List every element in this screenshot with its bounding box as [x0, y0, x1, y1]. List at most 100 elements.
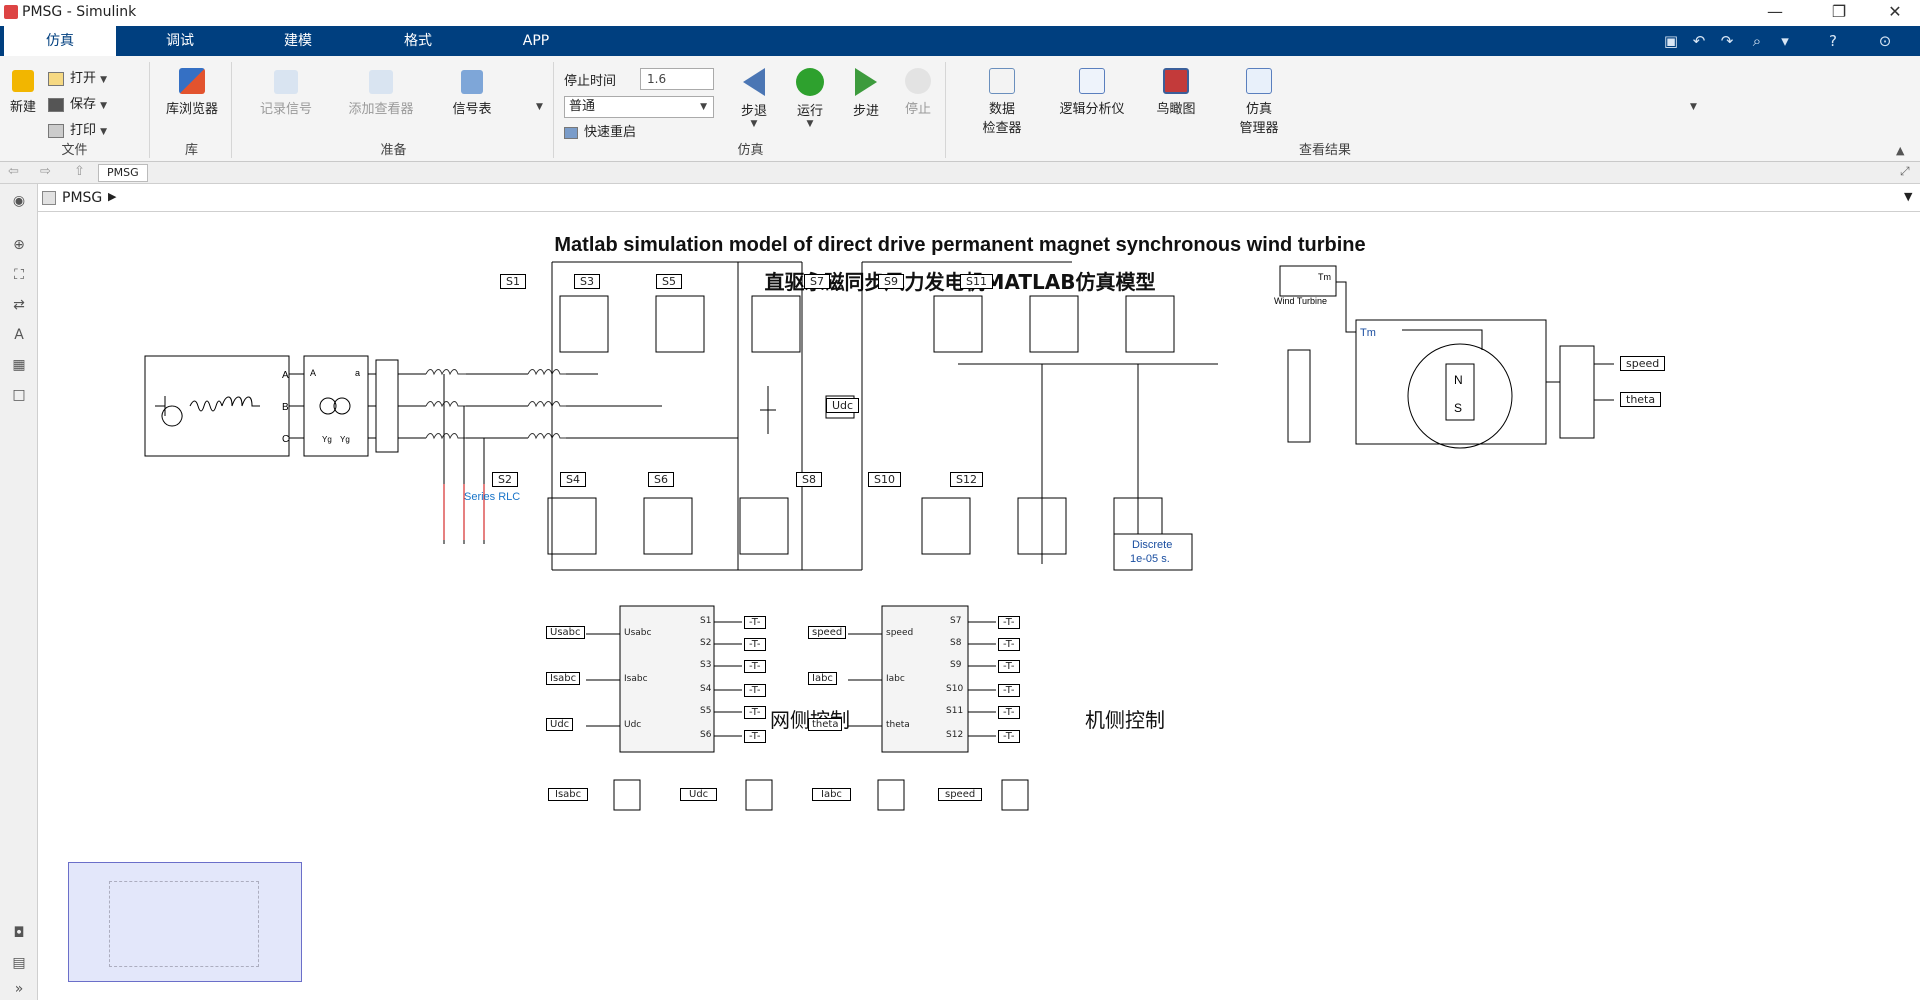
goto-t-1[interactable]: -T- — [744, 616, 766, 629]
tab-format[interactable]: 格式 — [404, 33, 432, 49]
goto-t-10[interactable]: -T- — [998, 684, 1020, 697]
search-icon[interactable]: ⌕ — [1752, 32, 1762, 50]
image-icon[interactable]: ▦ — [12, 357, 26, 373]
goto-tag-s10[interactable]: S10 — [868, 472, 901, 487]
step-forward-button[interactable]: 步进 — [844, 68, 888, 119]
goto-tag-s1[interactable]: S1 — [500, 274, 526, 289]
back-arrow-icon[interactable]: ⇦ — [8, 164, 19, 179]
signal-table-button[interactable]: 信号表 — [442, 70, 502, 117]
step-back-button[interactable]: 步退 ▼ — [732, 68, 776, 129]
grid-side-controller-block[interactable] — [586, 605, 742, 753]
help-icon[interactable]: ? — [1829, 32, 1837, 50]
close-button[interactable]: ✕ — [1888, 2, 1902, 21]
goto-tag-s2[interactable]: S2 — [492, 472, 518, 487]
goto-t-7[interactable]: -T- — [998, 616, 1020, 629]
from-tag-usabc[interactable]: Usabc — [546, 626, 585, 639]
goto-t-6[interactable]: -T- — [744, 730, 766, 743]
record-signals-button[interactable]: 记录信号 — [246, 70, 326, 117]
grid-side-converter[interactable] — [547, 261, 862, 571]
goto-tag-s8[interactable]: S8 — [796, 472, 822, 487]
collapse-ribbon-icon[interactable]: ▲ — [1896, 144, 1905, 157]
save-button[interactable]: 保存 ▼ — [48, 94, 107, 116]
results-expand-icon[interactable]: ▼ — [1690, 102, 1697, 112]
goto-t-12[interactable]: -T- — [998, 730, 1020, 743]
scope-speed[interactable] — [1001, 779, 1029, 811]
area-icon[interactable]: □ — [12, 387, 26, 403]
fast-restart-toggle[interactable]: 快速重启 — [564, 122, 636, 144]
goto-tag-s7[interactable]: S7 — [804, 274, 830, 289]
goto-tag-s11[interactable]: S11 — [960, 274, 993, 289]
goto-tag-speed[interactable]: speed — [1620, 356, 1666, 371]
generator-side-converter[interactable] — [861, 261, 1218, 570]
goto-t-3[interactable]: -T- — [744, 660, 766, 673]
stop-time-input[interactable] — [640, 68, 714, 90]
arrows-icon[interactable]: ⇄ — [13, 297, 25, 313]
stop-button[interactable]: 停止 — [898, 68, 938, 117]
from-tag-scope-udc[interactable]: Udc — [680, 788, 718, 801]
goto-tag-s12[interactable]: S12 — [950, 472, 983, 487]
chevron-down-icon[interactable]: ▼ — [1904, 190, 1913, 203]
scope-iabc[interactable] — [877, 779, 905, 811]
generator-measurement-block[interactable] — [1287, 349, 1311, 443]
sim-manager-button[interactable]: 仿真 管理器 — [1224, 68, 1294, 136]
restore-button[interactable]: ❐ — [1831, 2, 1847, 21]
breadcrumb[interactable]: PMSG — [62, 190, 103, 206]
from-tag-speed[interactable]: speed — [808, 626, 847, 639]
logic-analyzer-button[interactable]: 逻辑分析仪 — [1050, 68, 1134, 117]
goto-t-2[interactable]: -T- — [744, 638, 766, 651]
model-tab[interactable]: PMSG — [98, 164, 148, 182]
from-tag-scope-iabc[interactable]: Iabc — [812, 788, 851, 801]
powergui-block[interactable] — [1113, 533, 1193, 571]
goto-tag-s9[interactable]: S9 — [878, 274, 904, 289]
expand-icon[interactable]: ⤢ — [1900, 164, 1910, 178]
goto-tag-s6[interactable]: S6 — [648, 472, 674, 487]
options-icon[interactable]: ⊙ — [1878, 32, 1892, 50]
tab-apps[interactable]: APP — [522, 33, 550, 49]
goto-t-4[interactable]: -T- — [744, 684, 766, 697]
goto-t-9[interactable]: -T- — [998, 660, 1020, 673]
wind-turbine-block[interactable] — [1279, 265, 1337, 297]
hide-browser-icon[interactable]: ◉ — [12, 193, 26, 209]
generator-side-controller-block[interactable] — [848, 605, 996, 753]
goto-tag-theta[interactable]: theta — [1620, 392, 1662, 407]
tab-modeling[interactable]: 建模 — [284, 33, 312, 49]
three-phase-source-block[interactable]: A B C — [144, 355, 290, 457]
from-tag-scope-isabc[interactable]: Isabc — [548, 788, 589, 801]
new-button[interactable]: 新建 — [6, 70, 40, 115]
run-button[interactable]: 运行 ▼ — [788, 68, 832, 129]
goto-t-5[interactable]: -T- — [744, 706, 766, 719]
add-viewer-button[interactable]: 添加查看器 — [336, 70, 426, 117]
birds-eye-minimap[interactable] — [68, 862, 302, 982]
forward-arrow-icon[interactable]: ⇨ — [40, 164, 51, 179]
bus-selector-block[interactable] — [1559, 345, 1595, 439]
goto-tag-s3[interactable]: S3 — [574, 274, 600, 289]
more-icon[interactable]: » — [14, 981, 24, 997]
goto-tag-udc[interactable]: Udc — [826, 398, 860, 413]
fit-to-view-icon[interactable]: ⛶ — [14, 267, 24, 283]
simulation-mode-select[interactable]: 普通 ▼ — [564, 96, 714, 118]
birds-eye-button[interactable]: 鸟瞰图 — [1146, 68, 1206, 117]
library-browser-button[interactable]: 库浏览器 — [152, 68, 232, 117]
zoom-icon[interactable]: ⊕ — [13, 237, 25, 253]
tab-simulation[interactable]: 仿真 — [4, 26, 116, 56]
from-tag-theta[interactable]: theta — [808, 718, 843, 731]
goto-t-8[interactable]: -T- — [998, 638, 1020, 651]
goto-tag-s4[interactable]: S4 — [560, 472, 586, 487]
up-arrow-icon[interactable]: ⇧ — [74, 164, 85, 179]
scope-udc[interactable] — [745, 779, 773, 811]
data-inspector-button[interactable]: 数据 检查器 — [972, 68, 1032, 136]
redo-icon[interactable]: ↷ — [1720, 32, 1734, 50]
undo-icon[interactable]: ↶ — [1692, 32, 1706, 50]
minimize-button[interactable]: — — [1767, 2, 1783, 21]
prepare-expand-icon[interactable]: ▼ — [536, 102, 543, 112]
three-phase-transformer-block[interactable]: A a Yg Yg — [303, 355, 369, 457]
pmsg-machine-block[interactable]: N S Tm — [1336, 281, 1547, 449]
scope-isabc[interactable] — [613, 779, 641, 811]
from-tag-udc[interactable]: Udc — [546, 718, 574, 731]
annotation-icon[interactable]: A — [14, 327, 24, 343]
goto-t-11[interactable]: -T- — [998, 706, 1020, 719]
print-button[interactable]: 打印 ▼ — [48, 120, 107, 142]
from-tag-isabc[interactable]: Isabc — [546, 672, 581, 685]
tab-debug[interactable]: 调试 — [166, 33, 194, 49]
zoom-menu-icon[interactable]: ▾ — [1781, 32, 1789, 50]
